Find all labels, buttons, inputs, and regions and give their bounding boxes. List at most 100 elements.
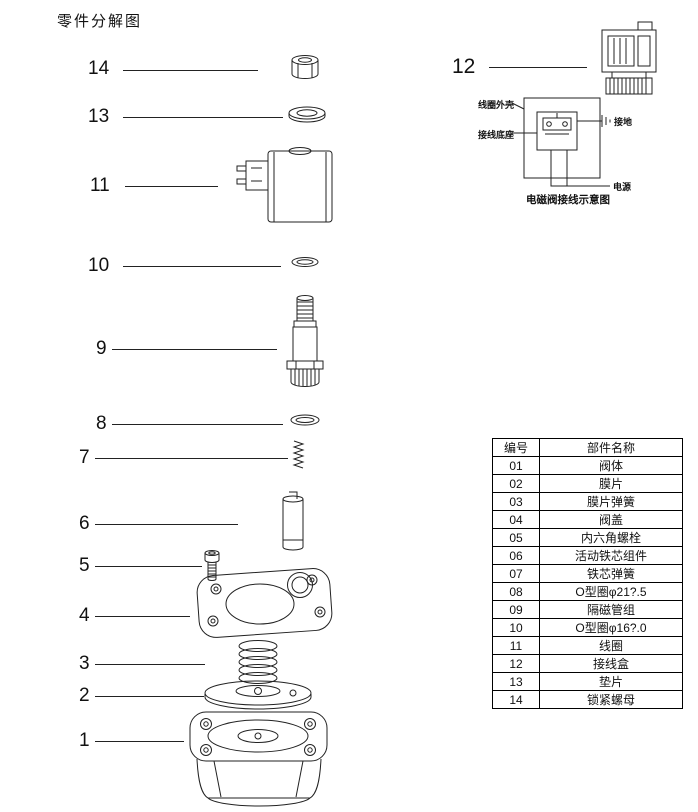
page-title: 零件分解图 bbox=[57, 13, 143, 30]
leader-line-12 bbox=[489, 67, 587, 68]
part-diaphragm-spring-drawing bbox=[238, 640, 278, 684]
leader-line-6 bbox=[95, 524, 238, 525]
callout-14-label: 14 bbox=[88, 58, 110, 79]
callout-7-label: 7 bbox=[79, 447, 90, 468]
callout-5: 5 bbox=[79, 555, 90, 577]
leader-line-10 bbox=[123, 266, 281, 267]
part-name: 膜片 bbox=[539, 474, 683, 493]
leader-line-1 bbox=[95, 741, 184, 742]
leader-line-13 bbox=[123, 117, 283, 118]
wiring-label-terminal-base: 接线底座 bbox=[478, 130, 515, 140]
part-no: 10 bbox=[492, 618, 540, 637]
callout-7: 7 bbox=[79, 447, 90, 469]
part-core-spring-drawing bbox=[292, 440, 305, 469]
part-name: 铁芯弹簧 bbox=[539, 564, 683, 583]
part-name: 线圈 bbox=[539, 636, 683, 655]
callout-13-label: 13 bbox=[88, 106, 110, 127]
part-no: 08 bbox=[492, 582, 540, 601]
callout-6: 6 bbox=[79, 513, 90, 535]
part-name: 隔磁管组 bbox=[539, 600, 683, 619]
callout-4-label: 4 bbox=[79, 605, 90, 626]
leader-line-11 bbox=[125, 186, 218, 187]
callout-1: 1 bbox=[79, 730, 90, 752]
leader-line-9 bbox=[112, 349, 277, 350]
part-no: 02 bbox=[492, 474, 540, 493]
part-name: 接线盒 bbox=[539, 654, 683, 673]
callout-3: 3 bbox=[79, 653, 90, 675]
callout-9: 9 bbox=[96, 338, 107, 360]
part-no: 11 bbox=[492, 636, 540, 655]
part-o-ring-small-drawing bbox=[291, 257, 319, 267]
callout-14: 14 bbox=[88, 58, 109, 80]
leader-line-2 bbox=[95, 696, 204, 697]
part-name: 阀盖 bbox=[539, 510, 683, 529]
leader-line-8 bbox=[112, 424, 283, 425]
wiring-label-power: 电源 bbox=[613, 182, 632, 192]
wiring-caption: 电磁阀接线示意图 bbox=[526, 194, 610, 206]
part-no: 07 bbox=[492, 564, 540, 583]
leader-line-3 bbox=[95, 664, 205, 665]
part-name: 垫片 bbox=[539, 672, 683, 691]
part-no: 05 bbox=[492, 528, 540, 547]
callout-9-label: 9 bbox=[96, 338, 107, 359]
leader-line-5 bbox=[95, 566, 202, 567]
parts-table-header-name: 部件名称 bbox=[539, 438, 683, 457]
wiring-label-coil-housing: 线圈外壳 bbox=[478, 100, 515, 110]
part-no: 04 bbox=[492, 510, 540, 529]
part-valve-body-drawing bbox=[189, 711, 328, 807]
part-no: 13 bbox=[492, 672, 540, 691]
part-valve-cover-drawing bbox=[196, 568, 333, 638]
part-junction-box-drawing bbox=[601, 21, 657, 95]
part-no: 09 bbox=[492, 600, 540, 619]
part-o-ring-large-drawing bbox=[290, 414, 320, 426]
leader-line-14 bbox=[123, 70, 258, 71]
part-name: O型圈φ16?.0 bbox=[539, 618, 683, 637]
wiring-diagram-drawing bbox=[511, 97, 611, 187]
part-name: O型圈φ21?.5 bbox=[539, 582, 683, 601]
callout-12-label: 12 bbox=[452, 55, 476, 78]
callout-3-label: 3 bbox=[79, 653, 90, 674]
part-gasket-drawing bbox=[288, 106, 326, 123]
callout-8-label: 8 bbox=[96, 413, 107, 434]
callout-10-label: 10 bbox=[88, 255, 110, 276]
part-name: 膜片弹簧 bbox=[539, 492, 683, 511]
wiring-label-ground: 接地 bbox=[614, 117, 633, 127]
callout-8: 8 bbox=[96, 413, 107, 435]
callout-11: 11 bbox=[90, 175, 110, 197]
part-name: 锁紧螺母 bbox=[539, 690, 683, 709]
parts-table-header-no: 编号 bbox=[492, 438, 540, 457]
callout-12: 12 bbox=[452, 55, 475, 79]
callout-1-label: 1 bbox=[79, 730, 90, 751]
callout-5-label: 5 bbox=[79, 555, 90, 576]
part-no: 03 bbox=[492, 492, 540, 511]
part-plunger-drawing bbox=[282, 491, 304, 551]
leader-line-4 bbox=[95, 616, 190, 617]
part-name: 阀体 bbox=[539, 456, 683, 475]
part-lock-nut-drawing bbox=[291, 55, 319, 79]
part-sleeve-assembly-drawing bbox=[286, 295, 324, 387]
part-name: 活动铁芯组件 bbox=[539, 546, 683, 565]
callout-2: 2 bbox=[79, 685, 90, 707]
part-no: 14 bbox=[492, 690, 540, 709]
part-no: 01 bbox=[492, 456, 540, 475]
callout-2-label: 2 bbox=[79, 685, 90, 706]
part-no: 06 bbox=[492, 546, 540, 565]
callout-10: 10 bbox=[88, 255, 109, 277]
